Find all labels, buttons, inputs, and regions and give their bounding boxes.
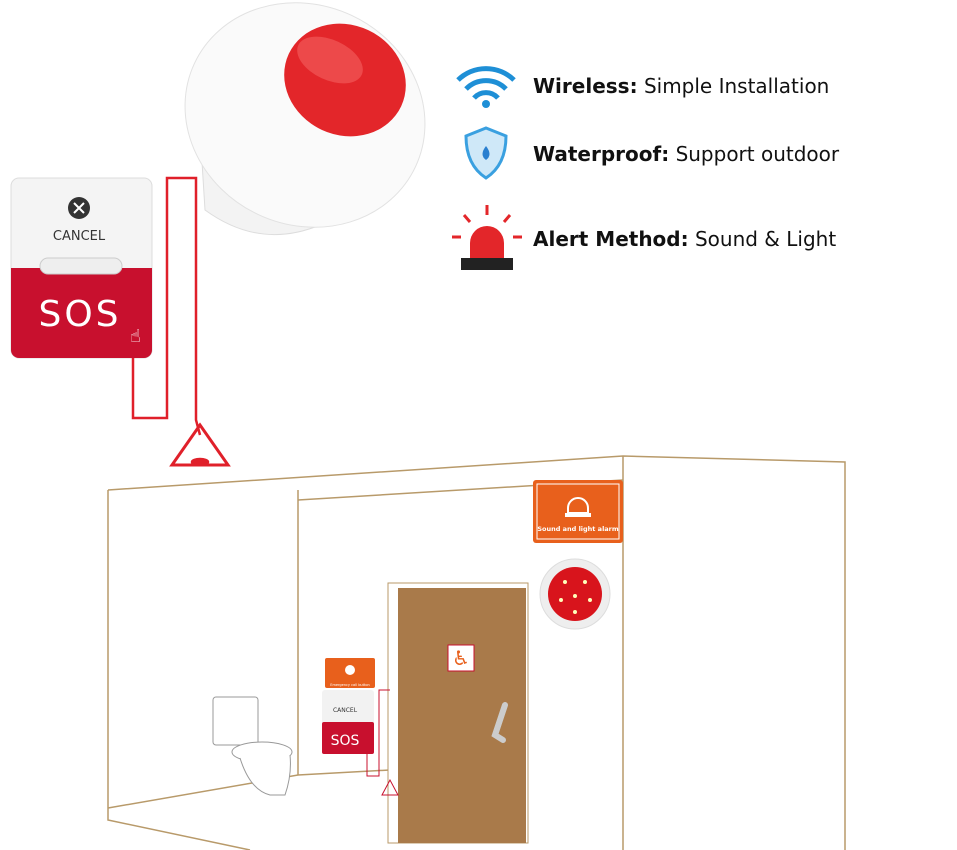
small-sos-button: Emergency call button CANCEL SOS [322, 658, 399, 796]
feature-text: Sound & Light [694, 227, 837, 251]
feature-alert-method: Alert Method: Sound & Light [533, 227, 836, 251]
feature-label: Alert Method: [533, 227, 689, 251]
door: ♿ [387, 582, 529, 844]
alarm-sign-text: Sound and light alarm [537, 525, 619, 533]
siren-device [184, 2, 426, 236]
feature-wireless: Wireless: Simple Installation [533, 74, 829, 98]
waterproof-shield-icon [464, 126, 508, 180]
wheelchair-icon: ♿ [452, 646, 470, 670]
sos-button-device: CANCEL SOS ☝ [10, 177, 153, 359]
alarm-beacon-icon [452, 205, 522, 270]
toilet-icon [212, 696, 293, 796]
door-handle [491, 702, 508, 743]
small-sos-text: SOS [331, 733, 360, 749]
small-cancel-text: CANCEL [333, 707, 358, 714]
feature-text: Simple Installation [643, 74, 830, 98]
button-sign-text: Emergency call button [330, 683, 370, 687]
feature-text: Support outdoor [675, 142, 840, 166]
alarm-sign: Sound and light alarm [533, 480, 623, 543]
feature-waterproof: Waterproof: Support outdoor [533, 142, 839, 166]
pull-cord [131, 176, 231, 467]
hand-pointer-icon: ☝ [130, 326, 141, 347]
sos-label: SOS [38, 294, 121, 335]
wifi-icon [456, 66, 516, 108]
feature-label: Waterproof: [533, 142, 670, 166]
strobe-light [539, 558, 611, 630]
feature-label: Wireless: [533, 74, 638, 98]
cancel-label: CANCEL [53, 229, 106, 244]
